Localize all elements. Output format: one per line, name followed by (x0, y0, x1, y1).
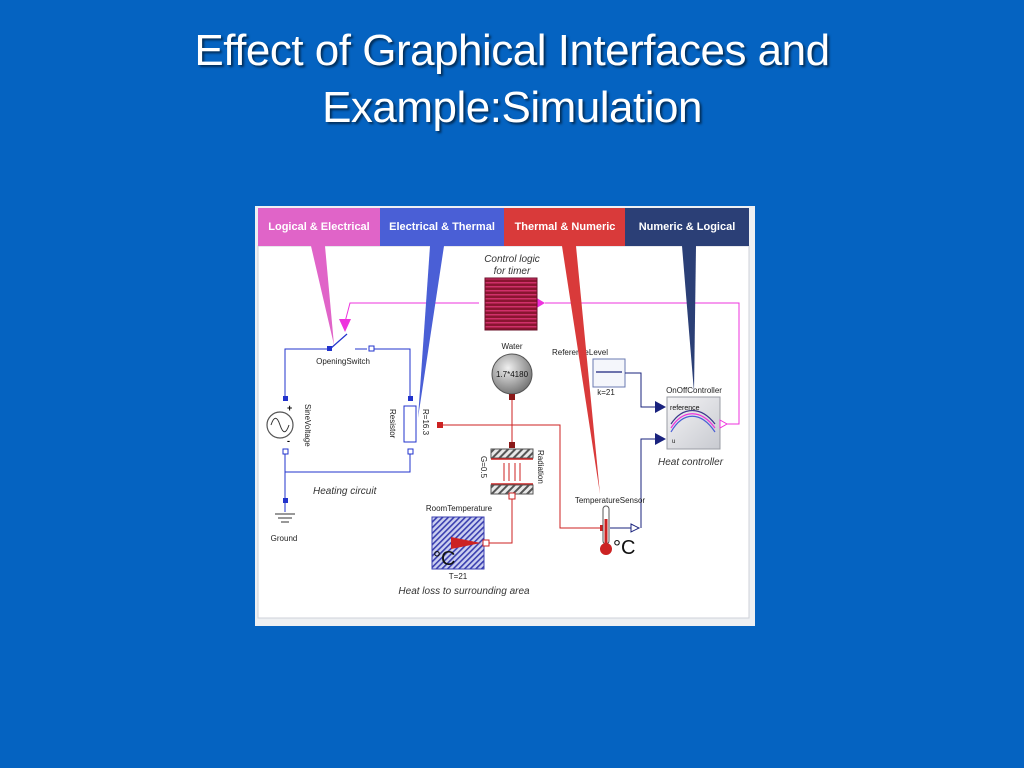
tab-electrical-thermal-bg (380, 208, 504, 246)
diagram-svg: Logical & Electrical Electrical & Therma… (257, 208, 750, 619)
controller-curve-dark (670, 409, 716, 425)
water-label: Water (501, 342, 522, 351)
resistor-body (403, 405, 417, 443)
ground-port (283, 498, 288, 503)
sine-voltage-label: SineVoltage (303, 404, 312, 447)
room-temp-port (482, 539, 490, 547)
heat-controller-label: Heat controller (658, 457, 724, 468)
radiation-plate-top (490, 448, 534, 459)
resistor-heat-port (437, 422, 443, 428)
callout-thermal-numeric (562, 246, 600, 494)
control-logic-label-1: Control logic (484, 254, 540, 265)
onoff-controller-label: OnOffController (666, 386, 722, 395)
diagram-figure: Logical & Electrical Electrical & Therma… (255, 206, 755, 626)
control-logic-label-2: for timer (494, 266, 531, 277)
tab-logical-electrical-bg (258, 208, 380, 246)
controller-reference-arrow (655, 401, 666, 413)
water-port (509, 394, 515, 400)
sine-port-top (283, 396, 288, 401)
radiation-arrows (503, 463, 521, 481)
temperature-sensor-label: TemperatureSensor (575, 496, 646, 505)
controller-u-arrow (655, 433, 666, 445)
controller-output-port (719, 419, 729, 429)
room-temp-unit: °C (433, 548, 455, 570)
tab-thermal-numeric: Thermal & Numeric (515, 221, 616, 233)
tab-numeric-logical-bg (625, 208, 749, 246)
thermal-wires (441, 400, 600, 544)
room-temp-arrow (451, 537, 481, 549)
heating-circuit-label: Heating circuit (313, 486, 378, 497)
switch-blade (329, 333, 348, 350)
thermometer-bulb (600, 543, 612, 555)
callout-electrical-thermal (418, 246, 444, 418)
radiation-value: G=0.5 (479, 456, 488, 479)
control-logic-block (484, 277, 538, 331)
switch-control-arrow (339, 319, 351, 332)
tab-electrical-thermal: Electrical & Thermal (389, 221, 495, 233)
resistor-value: R=16.3 (421, 409, 430, 436)
sensor-output-arrow (630, 523, 641, 533)
resistor-label: Resistor (388, 409, 397, 439)
radiation-port-top (509, 442, 515, 448)
header-tabs: Logical & Electrical Electrical & Therma… (258, 208, 749, 246)
sine-wave-icon (270, 417, 290, 433)
ground-label: Ground (271, 534, 298, 543)
logical-wire (344, 302, 740, 425)
callout-logical-electrical (311, 246, 334, 345)
tab-logical-electrical: Logical & Electrical (268, 221, 369, 233)
slide-title: Effect of Graphical Interfaces and Examp… (0, 22, 1024, 136)
sine-port-bottom (282, 448, 289, 455)
heat-loss-label: Heat loss to surrounding area (398, 586, 530, 597)
controller-reference-label: reference (670, 405, 700, 412)
resistor-port-bottom (407, 448, 414, 455)
callout-numeric-logical (682, 246, 696, 392)
opening-switch-label: OpeningSwitch (316, 357, 370, 366)
controller-u-label: u (672, 439, 675, 445)
sensor-unit: °C (613, 537, 635, 559)
room-temp-value: T=21 (449, 572, 468, 581)
reference-level-block (592, 358, 626, 388)
thermometer-mercury (604, 519, 608, 547)
controller-curve-blue (670, 415, 716, 433)
switch-port-left (327, 346, 332, 351)
controller-curve-pink (670, 413, 716, 429)
slide-title-line2: Example:Simulation (322, 83, 702, 132)
radiation-label: Radiation (536, 450, 545, 484)
reference-level-value: k=21 (597, 388, 615, 397)
sine-minus: - (287, 436, 290, 446)
resistor-port-top (408, 396, 413, 401)
room-temperature-label: RoomTemperature (426, 504, 493, 513)
tab-numeric-logical: Numeric & Logical (639, 221, 736, 233)
tab-thermal-numeric-bg (504, 208, 625, 246)
radiation-port-bottom (508, 492, 516, 500)
slide-title-line1: Effect of Graphical Interfaces and (194, 26, 830, 75)
switch-port-right (368, 345, 375, 352)
water-value: 1.7*4180 (496, 370, 529, 379)
sine-plus: + (287, 403, 292, 413)
